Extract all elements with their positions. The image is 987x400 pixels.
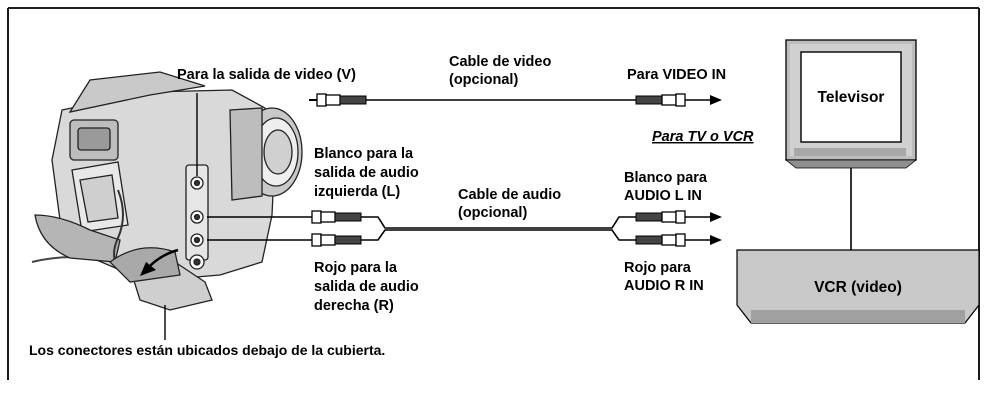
video-plug-left <box>309 93 367 107</box>
audio-plug-left-red <box>311 233 362 247</box>
label-video-out: Para la salida de video (V) <box>177 67 356 83</box>
label-audio-l-in-line1: Blanco para <box>624 170 708 186</box>
label-video-cable-line2: (opcional) <box>449 72 518 88</box>
label-audio-cable-line1: Cable de audio <box>458 187 561 203</box>
label-red-out-line3: derecha (R) <box>314 298 394 314</box>
video-cable <box>309 93 722 107</box>
cover-arrow <box>140 248 179 276</box>
television-illustration <box>784 39 918 169</box>
footer-note: Los conectores están ubicados debajo de … <box>29 342 385 358</box>
label-white-out-line2: salida de audio <box>314 165 419 181</box>
vcr-illustration <box>736 249 980 324</box>
label-white-out-line3: izquierda (L) <box>314 184 400 200</box>
label-vcr: VCR (video) <box>814 279 902 296</box>
label-red-out-line2: salida de audio <box>314 279 419 295</box>
label-tv-or-vcr: Para TV o VCR <box>652 129 754 145</box>
audio-cable <box>207 210 722 247</box>
video-plug-right <box>635 93 722 107</box>
audio-plug-right-white <box>635 210 722 224</box>
label-video-cable-line1: Cable de video <box>449 54 551 70</box>
frame <box>7 7 980 380</box>
camcorder-illustration <box>31 71 303 311</box>
label-audio-r-in-line2: AUDIO R IN <box>624 278 704 294</box>
label-audio-cable-line2: (opcional) <box>458 205 527 221</box>
audio-plug-left-white <box>311 210 362 224</box>
label-audio-l-in-line2: AUDIO L IN <box>624 188 702 204</box>
label-television: Televisor <box>818 89 885 106</box>
label-white-out-line1: Blanco para la <box>314 146 414 162</box>
label-red-out-line1: Rojo para la <box>314 260 398 276</box>
audio-plug-right-red <box>635 233 722 247</box>
label-video-in: Para VIDEO IN <box>627 67 726 83</box>
label-audio-r-in-line1: Rojo para <box>624 260 692 276</box>
